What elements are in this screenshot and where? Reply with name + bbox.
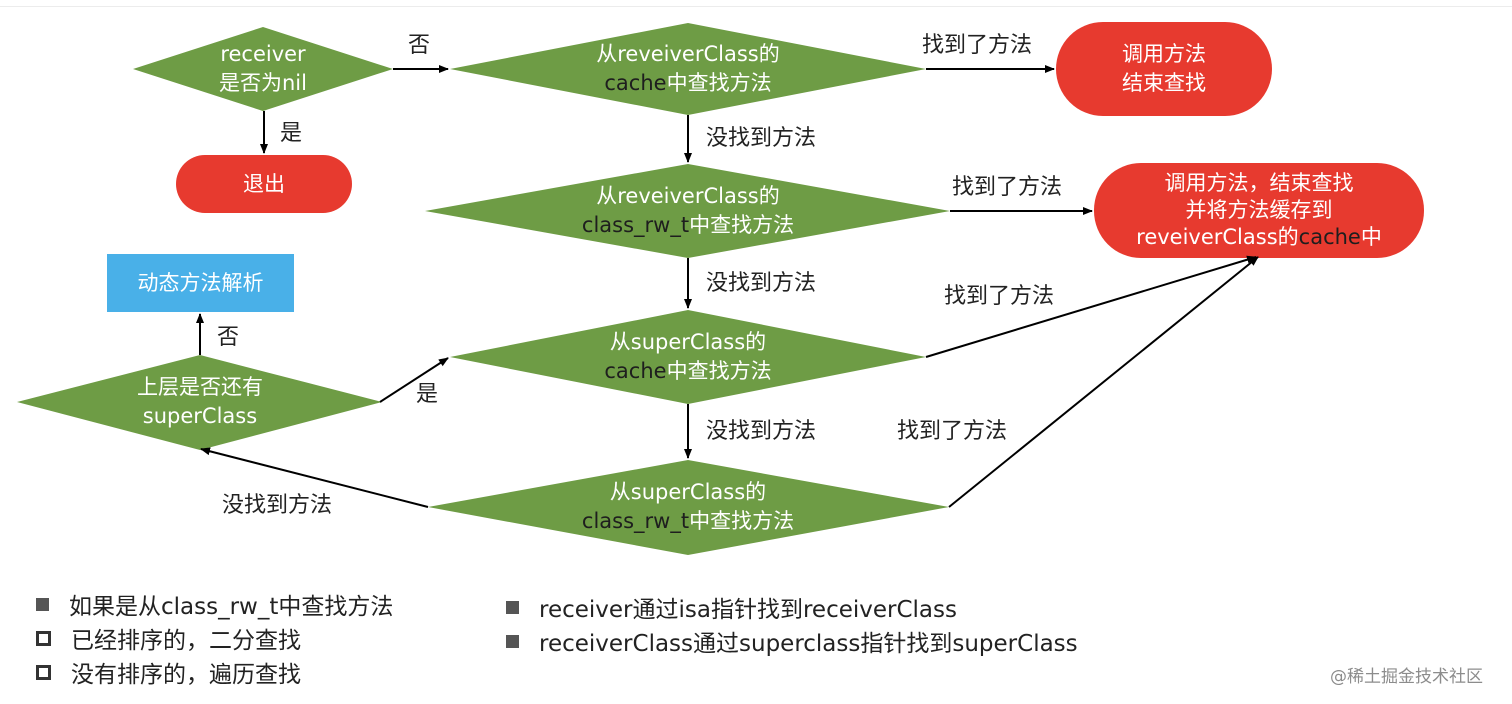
has-super-line1: 上层是否还有 — [137, 375, 263, 399]
decision-rw-lookup: 从reveiverClass的 class_rw_t中查找方法 — [528, 180, 848, 242]
edge-label-found-rw: 找到了方法 — [952, 175, 1063, 200]
super-cache-keyword: cache — [604, 359, 667, 383]
process-dynamic-resolve-shape — [107, 254, 294, 312]
note-left-text: 已经排序的，二分查找 — [71, 628, 301, 654]
arrow-super-rw-to-has-super — [200, 447, 429, 508]
terminal-call-cache-shape — [1094, 163, 1424, 258]
edge-label-no-receiver: 否 — [408, 33, 431, 58]
call-cache-line3: reveiverClass的cache中 — [1136, 224, 1382, 251]
terminal-exit: 退出 — [176, 155, 352, 213]
square-bullet-icon — [506, 600, 519, 614]
note-left-item: 如果是从class_rw_t中查找方法 — [36, 587, 393, 621]
super-cache-line2-rest: 中查找方法 — [666, 359, 772, 383]
call-cache-line1: 调用方法，结束查找 — [1164, 171, 1354, 195]
super-rw-keyword: class_rw_t — [581, 509, 690, 533]
note-right-text: receiver通过isa指针找到receiverClass — [539, 597, 957, 623]
terminal-call-end-shape — [1056, 22, 1272, 116]
decision-rw-lookup-shape — [425, 164, 950, 258]
cache-lookup-line2: cache中查找方法 — [604, 69, 771, 98]
edge-label-notfound-cache: 没找到方法 — [706, 126, 817, 151]
note-left-text: 没有排序的，遍历查找 — [71, 662, 301, 688]
decision-super-rw-lookup: 从superClass的 class_rw_t中查找方法 — [528, 476, 848, 538]
decision-super-cache-lookup-shape — [450, 310, 926, 404]
super-rw-line2: class_rw_t中查找方法 — [582, 507, 794, 536]
receiver-nil-line1: receiver — [220, 42, 306, 66]
hollow-square-bullet-icon — [36, 664, 51, 680]
super-rw-line1: 从superClass的 — [609, 480, 767, 504]
terminal-call-cache: 调用方法，结束查找 并将方法缓存到 reveiverClass的cache中 — [1094, 163, 1424, 258]
notes-left: 如果是从class_rw_t中查找方法 已经排序的，二分查找 没有排序的，遍历查… — [36, 587, 393, 689]
note-left-item: 已经排序的，二分查找 — [36, 621, 393, 655]
note-right-item: receiverClass通过superclass指针找到superClass — [506, 624, 1078, 658]
decision-cache-lookup-shape — [450, 23, 926, 115]
call-end-line1: 调用方法 — [1122, 42, 1206, 66]
note-right-item: receiver通过isa指针找到receiverClass — [506, 590, 1078, 624]
edge-label-notfound-rw: 没找到方法 — [706, 271, 817, 296]
cache-lookup-line2-rest: 中查找方法 — [666, 71, 772, 95]
note-right-text: receiverClass通过superclass指针找到superClass — [539, 631, 1078, 657]
decision-cache-lookup: 从reveiverClass的 cache中查找方法 — [528, 38, 848, 100]
terminal-exit-shape — [176, 155, 352, 213]
exit-label: 退出 — [243, 171, 285, 196]
square-bullet-icon — [36, 597, 49, 611]
edge-label-found-super-rw: 找到了方法 — [897, 419, 1008, 444]
call-cache-line3-a: reveiverClass的 — [1136, 225, 1299, 249]
arrow-super-rw-to-call-cache — [948, 256, 1259, 508]
edge-label-notfound-super-rw: 没找到方法 — [222, 493, 333, 518]
notes-right: receiver通过isa指针找到receiverClass receiverC… — [506, 590, 1078, 658]
rw-lookup-line1: 从reveiverClass的 — [596, 184, 780, 208]
decision-has-super-shape — [17, 355, 382, 450]
super-cache-line1: 从superClass的 — [609, 330, 767, 354]
has-super-line2: superClass — [142, 404, 258, 428]
receiver-nil-line2: 是否为nil — [219, 71, 307, 95]
rw-lookup-line2-rest: 中查找方法 — [689, 213, 795, 237]
edge-label-found-super-cache: 找到了方法 — [944, 284, 1055, 309]
edge-label-yes-exit: 是 — [280, 121, 303, 146]
hollow-square-bullet-icon — [36, 630, 51, 646]
dynamic-resolve-label: 动态方法解析 — [137, 270, 264, 295]
watermark: @稀土掘金技术社区 — [1330, 667, 1483, 687]
call-end-line2: 结束查找 — [1122, 71, 1206, 95]
edge-label-yes-has-super: 是 — [416, 382, 439, 407]
edge-label-no-has-super: 否 — [217, 325, 240, 350]
call-cache-keyword: cache — [1298, 225, 1361, 249]
super-rw-line2-rest: 中查找方法 — [689, 509, 795, 533]
edge-label-notfound-super-cache: 没找到方法 — [706, 419, 817, 444]
rw-keyword: class_rw_t — [581, 213, 690, 237]
square-bullet-icon — [506, 634, 519, 648]
cache-lookup-line1: 从reveiverClass的 — [596, 42, 780, 66]
terminal-call-end: 调用方法 结束查找 — [1056, 22, 1272, 116]
process-dynamic-resolve: 动态方法解析 — [107, 254, 294, 312]
arrow-super-cache-to-call-cache — [925, 255, 1257, 358]
decision-receiver-nil: receiver 是否为nil — [163, 38, 363, 100]
note-left-text: 如果是从class_rw_t中查找方法 — [69, 594, 394, 620]
cache-keyword: cache — [604, 71, 667, 95]
edge-label-found-cache: 找到了方法 — [922, 33, 1033, 58]
call-cache-line2: 并将方法缓存到 — [1185, 198, 1333, 222]
arrow-has-super-to-super-cache — [379, 357, 449, 403]
call-cache-line3-c: 中 — [1360, 225, 1382, 249]
decision-receiver-nil-shape — [133, 27, 393, 111]
decision-super-rw-lookup-shape — [428, 460, 949, 555]
decision-has-super: 上层是否还有 superClass — [80, 371, 320, 433]
decision-super-cache-lookup: 从superClass的 cache中查找方法 — [528, 326, 848, 388]
super-cache-line2: cache中查找方法 — [604, 357, 771, 386]
top-divider — [0, 6, 1512, 7]
note-left-item: 没有排序的，遍历查找 — [36, 655, 393, 689]
rw-lookup-line2: class_rw_t中查找方法 — [582, 211, 794, 240]
